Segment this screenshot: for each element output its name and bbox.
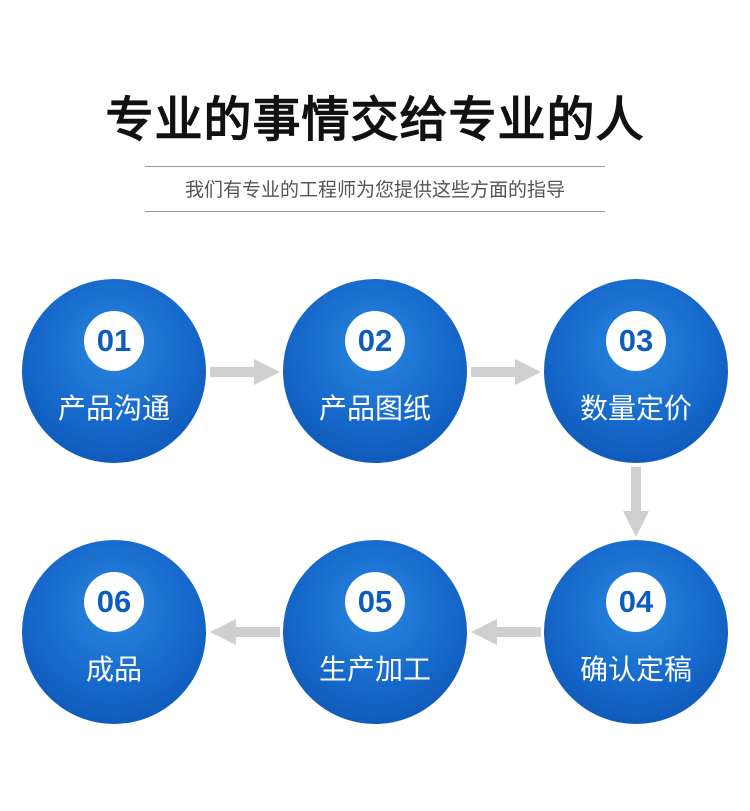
- step-label: 产品沟通: [57, 392, 170, 425]
- divider-top: [145, 166, 605, 167]
- step-number: 02: [345, 311, 405, 371]
- step-01: 01 产品沟通: [22, 279, 206, 463]
- step-02: 02 产品图纸: [283, 279, 467, 463]
- step-label: 确认定稿: [579, 653, 692, 686]
- arrow-right-icon: [210, 359, 280, 385]
- arrow-right-icon: [471, 359, 541, 385]
- step-05: 05 生产加工: [283, 540, 467, 724]
- step-label: 产品图纸: [318, 392, 431, 425]
- step-label: 成品: [85, 653, 142, 686]
- step-number: 06: [84, 572, 144, 632]
- step-number: 03: [606, 311, 666, 371]
- arrow-left-icon: [210, 619, 280, 645]
- step-label: 数量定价: [579, 392, 692, 425]
- page-subtitle: 我们有专业的工程师为您提供这些方面的指导: [184, 179, 565, 201]
- step-number: 01: [84, 311, 144, 371]
- arrow-left-icon: [471, 619, 541, 645]
- step-06: 06 成品: [22, 540, 206, 724]
- arrow-down-icon: [623, 467, 649, 537]
- step-label: 生产加工: [318, 653, 431, 686]
- step-03: 03 数量定价: [544, 279, 728, 463]
- step-number: 05: [345, 572, 405, 632]
- page-title: 专业的事情交给专业的人: [105, 92, 645, 148]
- step-number: 04: [606, 572, 666, 632]
- divider-bottom: [145, 211, 605, 212]
- step-04: 04 确认定稿: [544, 540, 728, 724]
